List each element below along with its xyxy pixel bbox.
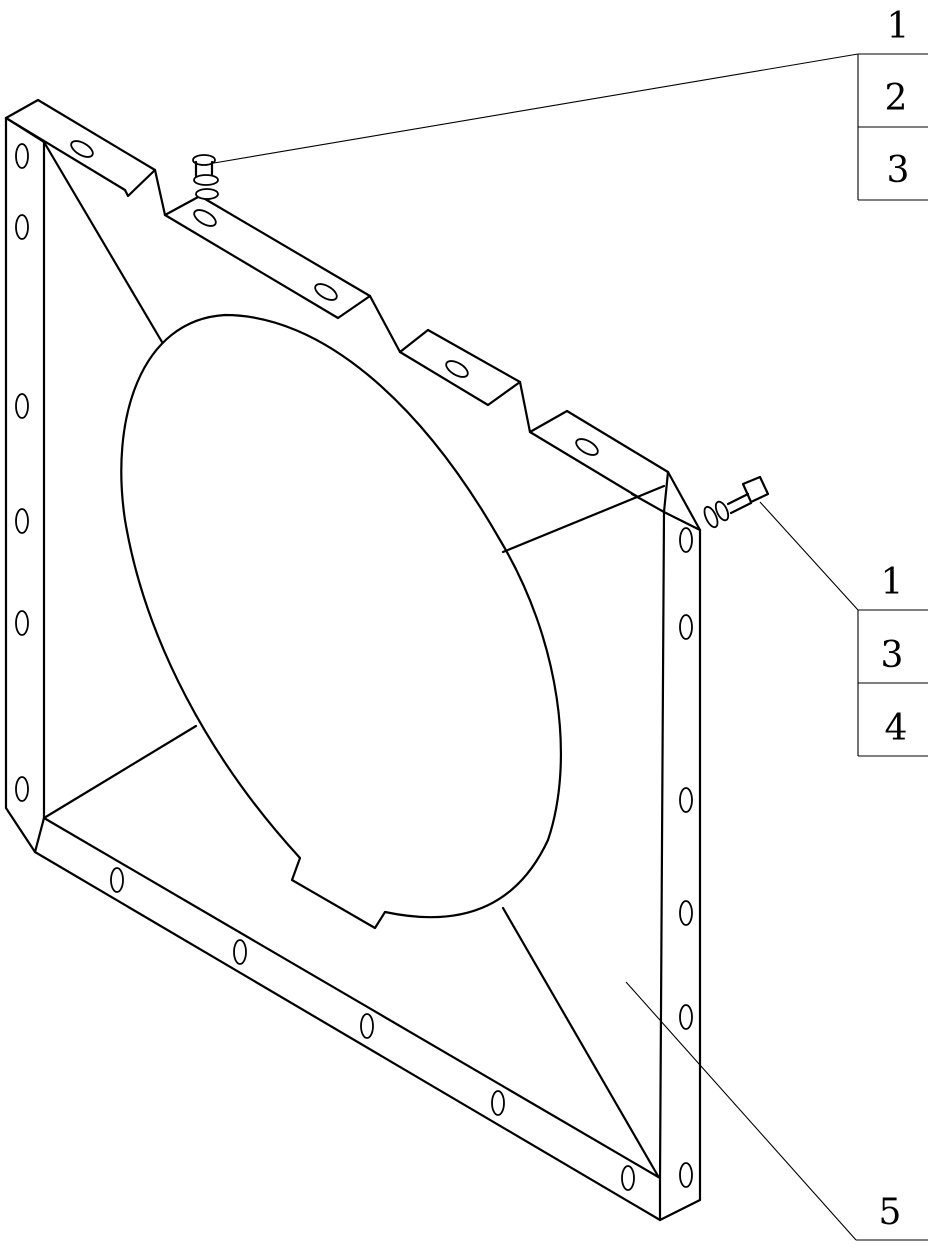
leader-line-bottom <box>625 981 857 1241</box>
callout-top-label-2: 2 <box>885 78 908 119</box>
bolt-hole <box>360 1013 374 1039</box>
bolt-hole <box>679 1162 693 1188</box>
leader-line-top <box>213 53 859 164</box>
bolt-hole <box>193 209 217 227</box>
callout-top-label-1: 1 <box>887 6 910 47</box>
callout-bottom: 5 <box>856 1192 928 1241</box>
funnel-line-bottom-right <box>501 906 660 1178</box>
tab-2-front <box>163 213 372 320</box>
shroud-frame <box>4 98 702 1222</box>
bolt-shank <box>729 501 753 515</box>
top-tab-holes <box>70 140 599 456</box>
bolt-hole <box>314 283 338 301</box>
bolt-hole <box>679 787 693 813</box>
leader-line-right <box>759 501 859 611</box>
funnel-line-top-left <box>42 140 164 344</box>
bolt-head <box>741 475 770 504</box>
frame-right-inner-edge <box>658 510 702 1180</box>
bolt-hole <box>679 1004 693 1030</box>
bolt-hole <box>679 527 693 553</box>
callout-table-top: 1 2 3 <box>857 6 928 201</box>
top-fastener <box>192 154 219 200</box>
bolt-hole <box>15 508 29 534</box>
callout-right-label-1: 1 <box>881 562 904 603</box>
tab-4-front <box>528 430 640 499</box>
bolt-hole <box>15 143 29 169</box>
funnel-line-bottom-left <box>42 724 198 820</box>
bottom-strip-holes <box>110 867 635 1191</box>
bolt-hole <box>110 867 124 893</box>
callout-top-label-3: 3 <box>887 150 910 191</box>
bolt-hole <box>575 438 599 456</box>
frame-top-right-corner <box>630 470 670 514</box>
washer <box>195 188 219 200</box>
bolt-shank <box>726 492 750 506</box>
bolt-hole <box>233 939 247 965</box>
washer <box>714 500 730 522</box>
bolt-hole <box>491 1090 505 1116</box>
bolt-hole <box>679 614 693 640</box>
bolt-hole <box>70 140 94 158</box>
bolt-head <box>192 154 216 166</box>
bolt-hole <box>445 360 469 378</box>
bolt-hole <box>679 900 693 926</box>
right-fastener <box>703 475 770 529</box>
right-strip-holes <box>679 527 693 1188</box>
bolt-hole <box>15 776 29 802</box>
tab-3-front <box>398 350 522 407</box>
funnel-line-top-right <box>501 484 666 554</box>
bolt-hole <box>15 610 29 636</box>
washer <box>193 174 219 186</box>
callout-right-label-3: 4 <box>885 708 908 749</box>
callout-bottom-label-1: 5 <box>879 1192 902 1233</box>
callout-table-right: 1 3 4 <box>857 562 928 757</box>
callout-right-label-2: 3 <box>881 635 904 676</box>
bolt-hole <box>15 393 29 419</box>
tab-1-front <box>4 116 157 198</box>
fan-opening <box>120 313 562 930</box>
frame-outer-outline <box>4 98 702 1222</box>
bolt-hole <box>621 1165 635 1191</box>
bolt-hole <box>15 214 29 240</box>
left-strip-holes <box>15 143 29 802</box>
washer <box>703 505 719 529</box>
